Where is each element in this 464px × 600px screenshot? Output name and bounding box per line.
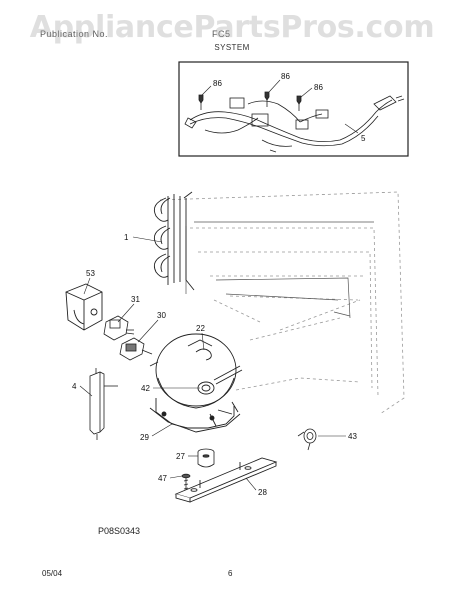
inset-border bbox=[178, 61, 409, 157]
condenser-coil bbox=[153, 191, 195, 291]
publication-label: Publication No. bbox=[40, 29, 109, 39]
wire-clip-screws bbox=[198, 91, 302, 111]
service-tube bbox=[195, 348, 212, 361]
callout-53: 53 bbox=[86, 269, 95, 278]
cabinet-inner-lines bbox=[185, 221, 374, 319]
callout-22: 22 bbox=[196, 324, 205, 333]
footer-page-number: 6 bbox=[228, 569, 233, 578]
cabinet-outline bbox=[159, 191, 405, 415]
mounting-rail bbox=[174, 457, 278, 503]
relay-cover bbox=[65, 283, 103, 331]
footer-date: 05/04 bbox=[42, 569, 63, 578]
leader-lines bbox=[79, 236, 346, 491]
callout-86-left: 86 bbox=[213, 79, 222, 88]
callout-29: 29 bbox=[140, 433, 149, 442]
callout-42: 42 bbox=[141, 384, 150, 393]
callout-30: 30 bbox=[157, 311, 166, 320]
callout-31: 31 bbox=[131, 295, 140, 304]
compressor bbox=[149, 333, 243, 433]
overload-protector bbox=[119, 337, 153, 361]
relay bbox=[103, 315, 135, 341]
callout-43: 43 bbox=[348, 432, 357, 441]
diagram-code: P08S0343 bbox=[98, 526, 141, 536]
section-title: SYSTEM bbox=[214, 43, 250, 52]
callout-5: 5 bbox=[361, 134, 366, 143]
model-label: FC5 bbox=[212, 29, 231, 39]
mounting-grommet bbox=[197, 448, 215, 468]
callout-86-right: 86 bbox=[314, 83, 323, 92]
callout-27: 27 bbox=[176, 452, 185, 461]
tubing-clamp bbox=[297, 428, 317, 451]
inset-leader-lines bbox=[201, 79, 359, 134]
callout-4: 4 bbox=[72, 382, 77, 391]
callout-28: 28 bbox=[258, 488, 267, 497]
wiring-inset bbox=[178, 61, 409, 157]
mounting-screw bbox=[181, 473, 191, 492]
filter-drier bbox=[89, 368, 118, 440]
callout-1: 1 bbox=[124, 233, 129, 242]
callout-47: 47 bbox=[158, 474, 167, 483]
callout-86-middle: 86 bbox=[281, 72, 290, 81]
wiring-harness bbox=[184, 95, 405, 153]
